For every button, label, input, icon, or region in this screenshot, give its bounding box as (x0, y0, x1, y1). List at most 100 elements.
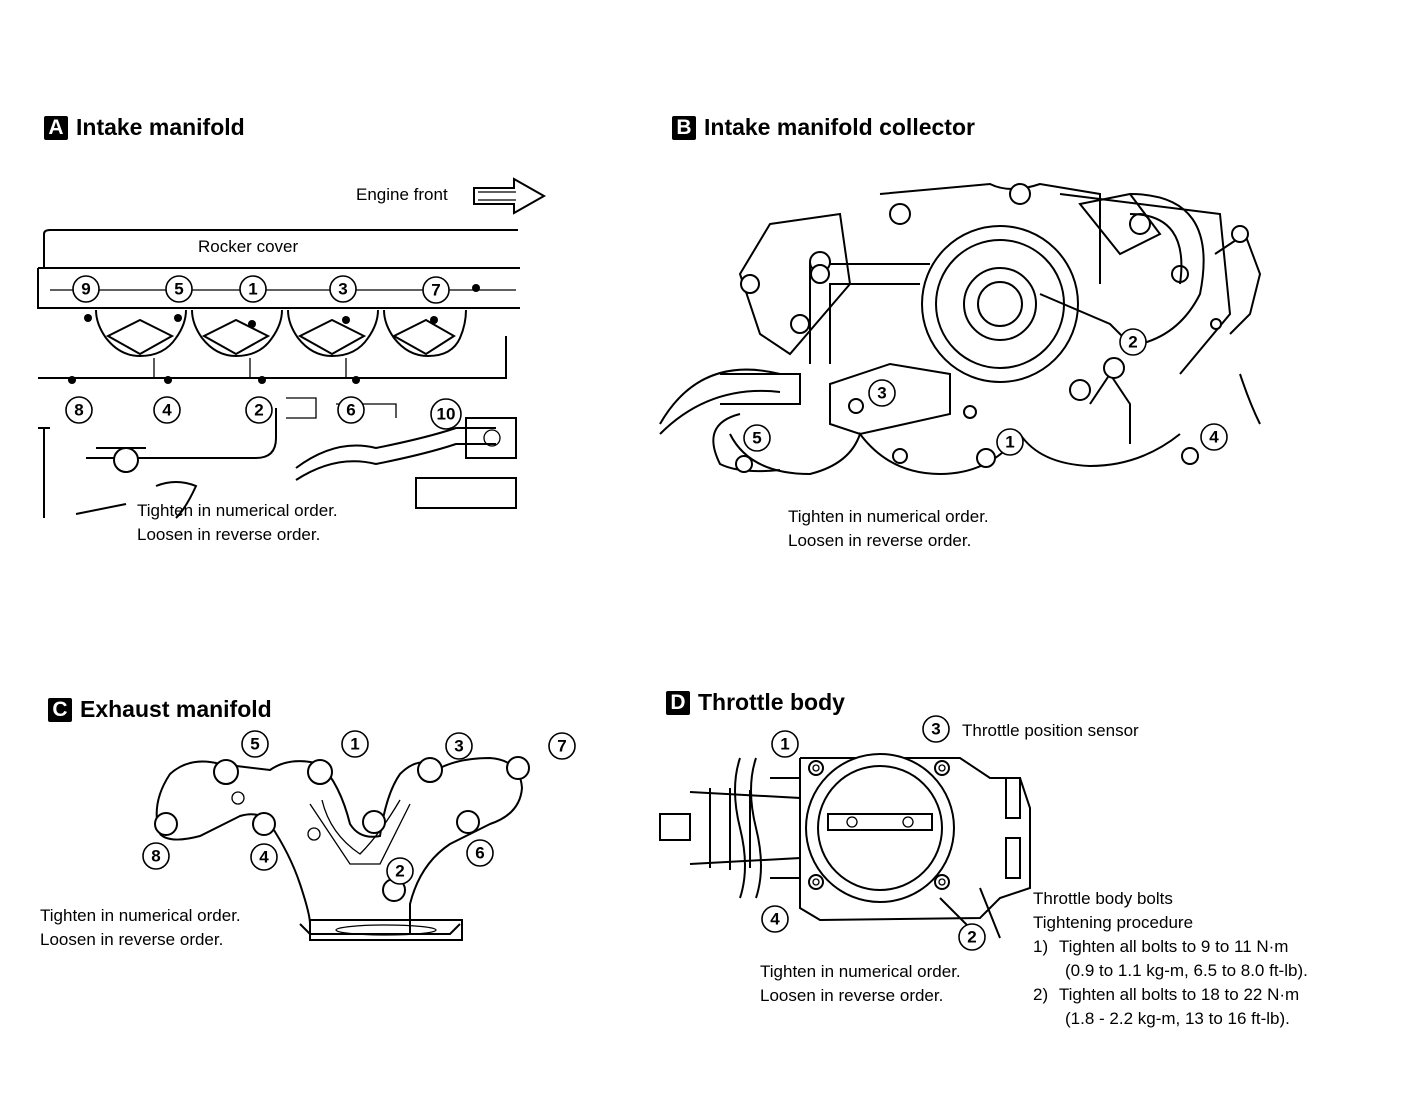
svg-text:4: 4 (770, 910, 780, 929)
svg-text:4: 4 (162, 401, 172, 420)
rocker-cover-label: Rocker cover (198, 237, 299, 256)
svg-text:4: 4 (1209, 428, 1219, 447)
callout-d-4: 4 (761, 905, 789, 933)
callout-a-4: 4 (153, 396, 181, 424)
engine-front-label: Engine front (356, 185, 448, 204)
svg-text:1: 1 (1005, 433, 1014, 452)
svg-text:2: 2 (967, 928, 976, 947)
procedure-step-1-detail: (0.9 to 1.1 kg-m, 6.5 to 8.0 ft-lb). (1065, 961, 1308, 980)
panel-b-title: Intake manifold collector (704, 114, 975, 140)
callout-c-8: 8 (142, 842, 170, 870)
intake-manifold-drawing (37, 229, 520, 519)
callout-a-10: 10 (430, 398, 462, 430)
throttle-body-drawing (659, 753, 1031, 939)
svg-text:3: 3 (931, 720, 940, 739)
callout-d-1: 1 (771, 730, 799, 758)
procedure-step-1: 1) Tighten all bolts to 9 to 11 N·m (1033, 935, 1308, 959)
panel-b-heading: B Intake manifold collector (672, 114, 975, 141)
svg-text:6: 6 (346, 401, 355, 420)
svg-text:9: 9 (81, 280, 90, 299)
panel-c-letter: C (48, 697, 72, 722)
callout-a-7: 7 (422, 276, 450, 304)
panel-a-instruction-loosen: Loosen in reverse order. (137, 525, 321, 544)
callout-c-3: 3 (445, 732, 473, 760)
svg-text:2: 2 (254, 401, 263, 420)
svg-text:8: 8 (151, 847, 160, 866)
panel-c-heading: C Exhaust manifold (48, 696, 272, 723)
callout-b-2: 2 (1119, 328, 1147, 356)
callout-b-4: 4 (1200, 423, 1228, 451)
intake-collector-drawing (659, 182, 1262, 476)
panel-d-instruction-tighten: Tighten in numerical order. (760, 962, 961, 981)
procedure-step-2-detail: (1.8 - 2.2 kg-m, 13 to 16 ft-lb). (1065, 1009, 1290, 1028)
panel-b-instructions: Tighten in numerical order. Loosen in re… (788, 505, 989, 553)
callout-a-5: 5 (165, 275, 193, 303)
panel-a-heading: A Intake manifold (44, 114, 245, 141)
panel-d-instructions: Tighten in numerical order. Loosen in re… (760, 960, 961, 1008)
callout-a-6: 6 (337, 396, 365, 424)
svg-text:4: 4 (259, 848, 269, 867)
callout-c-6: 6 (466, 839, 494, 867)
svg-text:5: 5 (250, 735, 259, 754)
svg-text:2: 2 (1128, 333, 1137, 352)
svg-text:1: 1 (248, 280, 257, 299)
panel-d-title: Throttle body (698, 689, 845, 715)
svg-text:3: 3 (877, 384, 886, 403)
panel-c-title: Exhaust manifold (80, 696, 272, 722)
callout-c-7: 7 (548, 732, 576, 760)
callout-a-1: 1 (239, 275, 267, 303)
svg-text:2: 2 (395, 862, 404, 881)
callout-c-5: 5 (241, 730, 269, 758)
callout-d-3: 3 (922, 715, 950, 743)
callout-b-1: 1 (996, 428, 1024, 456)
panel-d-heading: D Throttle body (666, 689, 845, 716)
callout-c-4: 4 (250, 843, 278, 871)
callout-a-8: 8 (65, 396, 93, 424)
procedure-subtitle: Tightening procedure (1033, 913, 1194, 932)
callout-a-3: 3 (329, 275, 357, 303)
svg-text:5: 5 (174, 280, 183, 299)
panel-a-title: Intake manifold (76, 114, 245, 140)
callout-b-3: 3 (868, 379, 896, 407)
panel-c-instruction-tighten: Tighten in numerical order. (40, 906, 241, 925)
procedure-title: Throttle body bolts (1033, 889, 1173, 908)
callout-a-9: 9 (72, 275, 100, 303)
svg-text:10: 10 (437, 405, 456, 424)
callout-a-2: 2 (245, 396, 273, 424)
svg-text:8: 8 (74, 401, 83, 420)
procedure-step-1-text: Tighten all bolts to 9 to 11 N·m (1058, 937, 1289, 956)
procedure-step-2-num: 2) (1033, 985, 1049, 1004)
panel-d-instruction-loosen: Loosen in reverse order. (760, 986, 944, 1005)
procedure-step-2: 2) Tighten all bolts to 18 to 22 N·m (1033, 983, 1308, 1007)
exhaust-manifold-drawing (154, 756, 530, 941)
panel-b-instruction-loosen: Loosen in reverse order. (788, 531, 972, 550)
panel-c-instructions: Tighten in numerical order. Loosen in re… (40, 904, 241, 952)
svg-text:3: 3 (454, 737, 463, 756)
callout-b-5: 5 (743, 424, 771, 452)
panel-c-instruction-loosen: Loosen in reverse order. (40, 930, 224, 949)
throttle-position-sensor-label: Throttle position sensor (962, 721, 1139, 740)
svg-text:7: 7 (557, 737, 566, 756)
svg-text:7: 7 (431, 281, 440, 300)
svg-text:1: 1 (780, 735, 789, 754)
callout-d-2: 2 (958, 923, 986, 951)
engine-front-arrow-icon (473, 177, 547, 215)
throttle-body-procedure: Throttle body bolts Tightening procedure… (1033, 887, 1308, 1031)
panel-d-letter: D (666, 690, 690, 715)
svg-text:1: 1 (350, 735, 359, 754)
svg-text:5: 5 (752, 429, 761, 448)
panel-a-instruction-tighten: Tighten in numerical order. (137, 501, 338, 520)
procedure-step-2-text: Tighten all bolts to 18 to 22 N·m (1058, 985, 1300, 1004)
svg-text:6: 6 (475, 844, 484, 863)
procedure-step-1-num: 1) (1033, 937, 1049, 956)
callout-c-1: 1 (341, 730, 369, 758)
panel-a-letter: A (44, 115, 68, 140)
callout-c-2: 2 (386, 857, 414, 885)
panel-b-letter: B (672, 115, 696, 140)
panel-b-instruction-tighten: Tighten in numerical order. (788, 507, 989, 526)
svg-text:3: 3 (338, 280, 347, 299)
